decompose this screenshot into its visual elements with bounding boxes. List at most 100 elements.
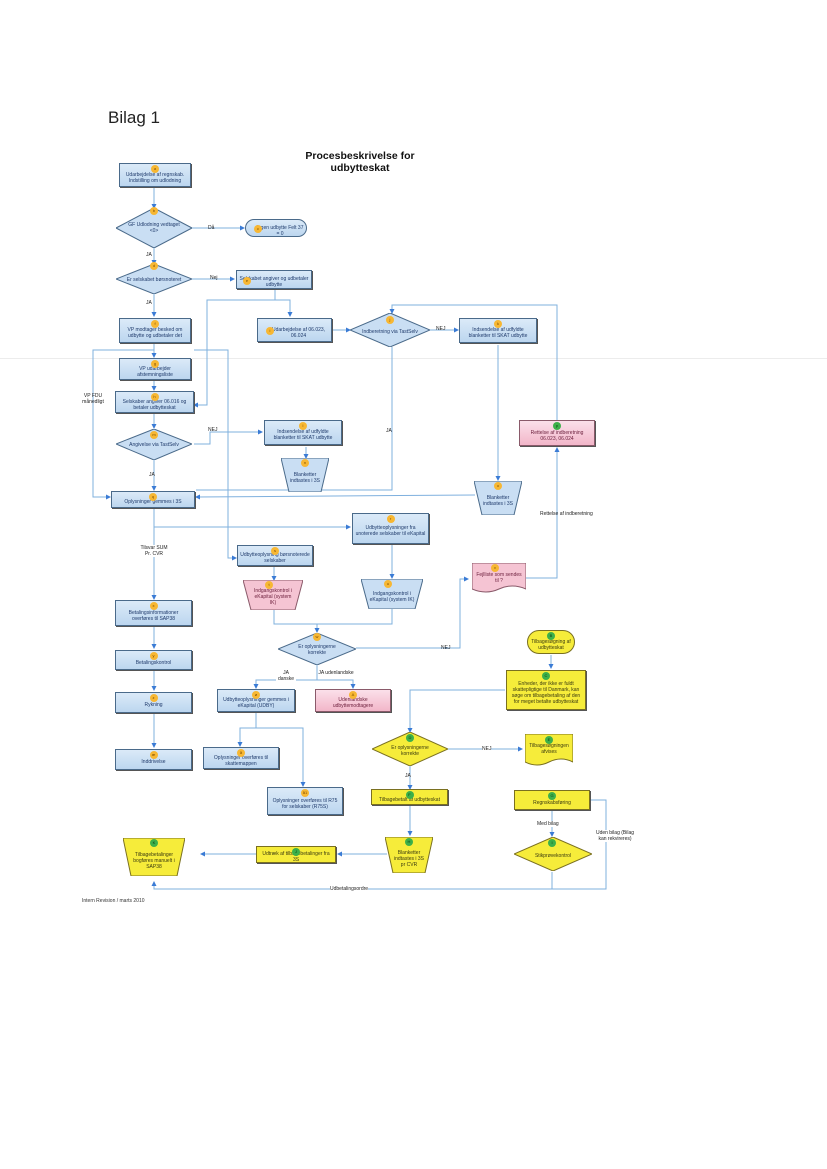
- node-ae-text: Inddrivelse: [141, 759, 166, 765]
- badge-x: x: [149, 602, 158, 610]
- edge-p-j: [389, 304, 558, 420]
- node-b-text: GF Udlodning vedtaget <0>: [128, 222, 180, 234]
- badge-f: f: [151, 320, 159, 328]
- badge-oe: ø: [252, 691, 260, 699]
- node-j-text: Indberetning via TastSelv: [362, 329, 418, 335]
- edge-label-j-down: JA: [386, 428, 392, 434]
- document-E[interactable]: [525, 734, 573, 766]
- edge-label-w-v: NEJ: [441, 645, 451, 651]
- edge-label-udbetalingsordre: Udbetalingsordre: [330, 886, 369, 892]
- node-aa-text: Oplysninger overføres til skattemappen: [213, 754, 269, 767]
- node-h-text: Selskaber angiver 06.016 og betaler udby…: [122, 398, 187, 411]
- decision-b[interactable]: [116, 208, 192, 248]
- node-H-text: Blanketter indtastes i 3S pr CVR: [393, 850, 425, 868]
- edge-label-D-F: JA: [405, 773, 411, 779]
- badge-w: w: [313, 633, 321, 641]
- node-z-text: Rykning: [144, 702, 163, 708]
- decision-w[interactable]: [278, 633, 356, 665]
- decision-D[interactable]: [372, 732, 448, 766]
- node-E-text: Tilbagesøgningen afvises: [529, 743, 569, 755]
- decision-j[interactable]: [350, 313, 430, 347]
- node-y-text: Betalingskontrol: [135, 659, 172, 666]
- edge-label-G-I: Med bilag: [537, 821, 559, 827]
- node-r-text: Udbytteoplysninger fra unoterede selskab…: [355, 525, 426, 537]
- manual-input-n[interactable]: [281, 458, 329, 492]
- manual-input-K[interactable]: [123, 838, 185, 876]
- node-B-text: Tilbagesøgning af udbytteskat: [531, 638, 571, 651]
- decision-I[interactable]: [514, 837, 592, 871]
- badge-p: p: [553, 422, 561, 430]
- badge-y: y: [149, 652, 158, 660]
- decision-d[interactable]: [116, 264, 192, 294]
- node-l-text: Indsendelse af udfyldte blanketter til S…: [273, 429, 333, 441]
- badge-a: a: [151, 165, 159, 173]
- node-I-text: Stikprøvekontrol: [534, 853, 572, 859]
- badge-G: G: [548, 792, 556, 800]
- badge-B: B: [547, 632, 555, 640]
- edge-u-w: [317, 608, 393, 625]
- edge-label-m-q: JA: [149, 472, 155, 478]
- decision-m[interactable]: [116, 429, 192, 460]
- manual-input-u[interactable]: [361, 579, 423, 609]
- badge-k: k: [494, 320, 502, 328]
- edge-label-b-d: JA: [146, 252, 152, 258]
- node-m-text: Angivelse via TastSelv: [129, 442, 179, 448]
- edge-o-q: [195, 494, 476, 500]
- badge-g: g: [151, 360, 159, 368]
- manual-input-t[interactable]: [243, 580, 303, 610]
- manual-input-H[interactable]: [385, 837, 433, 873]
- badge-ae: æ: [149, 751, 158, 759]
- badge-I: I: [548, 839, 556, 847]
- node-C-text: Enheder, der ikke er fuldt skattepligtig…: [511, 680, 581, 705]
- badge-o: o: [494, 482, 502, 490]
- badge-J: J: [292, 848, 300, 856]
- badge-v: v: [491, 564, 499, 572]
- document-v[interactable]: [472, 563, 526, 593]
- badge-q: q: [149, 493, 157, 501]
- badge-j: j: [386, 316, 394, 324]
- badge-A: A: [349, 691, 357, 699]
- badge-z: z: [149, 694, 158, 702]
- badge-c: c: [254, 225, 262, 233]
- node-a-text: Udarbejdelse af regnskab. Indstilling om…: [125, 171, 185, 184]
- node-f-text: VP modtager besked om udbytte og udbetal…: [127, 327, 183, 339]
- edge-label-vp-fdu: VP FDU månedligt: [82, 393, 104, 405]
- edge-label-w-A: JA udenlandske: [318, 670, 354, 676]
- badge-u: u: [384, 580, 392, 588]
- edge-label-b-c: Då: [208, 225, 215, 231]
- node-t-text: Indgangskontrol i eKapital (system IK): [253, 588, 293, 606]
- manual-input-o[interactable]: [474, 481, 522, 515]
- edge-label-rettelse: Rettelse af indberetning: [540, 511, 593, 517]
- node-d-text: Er selskabet børsnoteret: [126, 277, 182, 283]
- edge-label-d-f: JA: [146, 300, 152, 306]
- badge-aa: å: [237, 749, 245, 757]
- badge-a1: å1: [301, 789, 309, 797]
- badge-F: F: [405, 791, 414, 799]
